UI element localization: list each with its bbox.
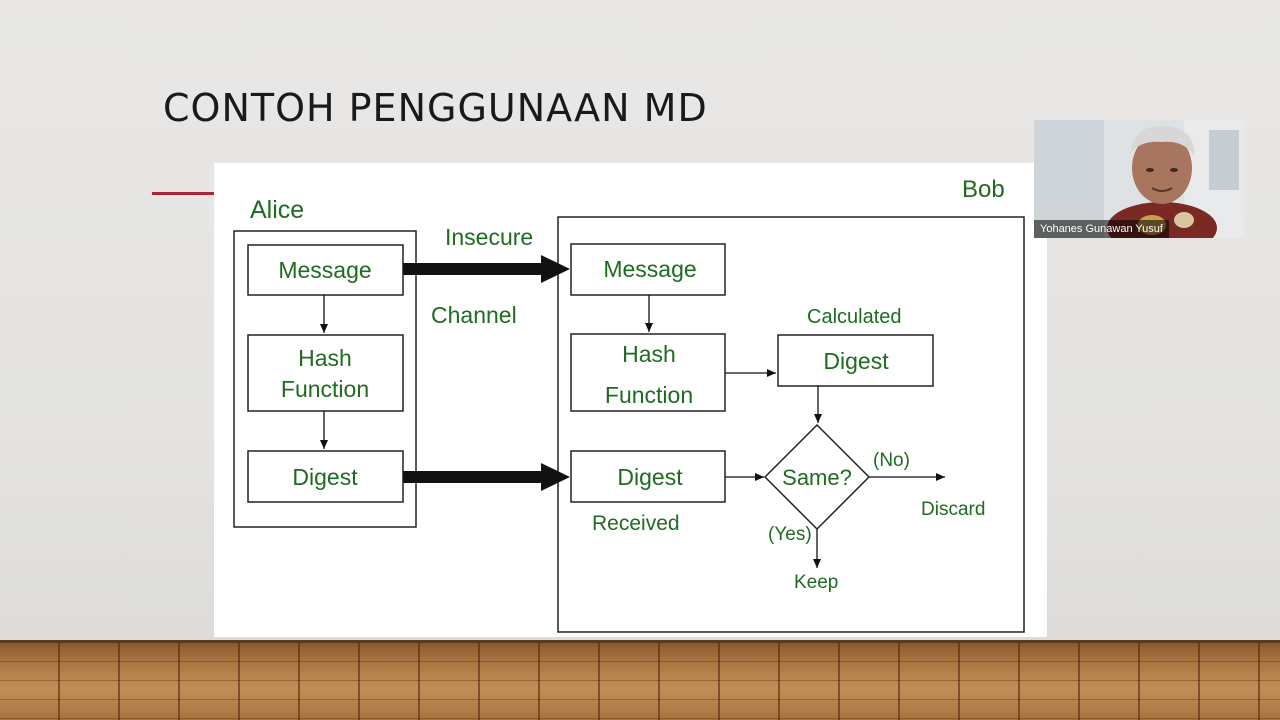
alice-message-box: Message [247, 244, 404, 296]
alice-message-text: Message [278, 257, 371, 283]
same-decision-text: Same? [782, 465, 852, 490]
participant-name-label: Yohanes Gunawan Yusuf [1034, 220, 1169, 238]
alice-digest-box: Digest [247, 450, 404, 503]
bob-message-box: Message [570, 243, 726, 296]
bob-hash-text-2: Function [605, 382, 693, 408]
digest-channel-arrow [403, 463, 570, 491]
alice-container [233, 230, 417, 528]
received-label: Received [592, 512, 680, 535]
alice-hash-box: Hash Function [247, 334, 404, 412]
bob-received-digest-box: Digest [570, 450, 726, 503]
discard-label: Discard [921, 499, 985, 520]
yes-label: (Yes) [768, 524, 812, 545]
alice-hash-text-1: Hash [298, 345, 352, 371]
alice-label: Alice [250, 196, 304, 224]
bob-label: Bob [962, 176, 1005, 203]
bob-received-digest-text: Digest [617, 464, 683, 490]
calculated-label: Calculated [807, 306, 902, 328]
bob-container [557, 216, 1025, 633]
keep-label: Keep [794, 572, 838, 593]
calculated-digest-text: Digest [823, 348, 889, 374]
no-label: (No) [873, 450, 910, 471]
presenter-video-frame [1034, 120, 1244, 238]
slide-title: CONTOH PENGGUNAAN MD [163, 86, 708, 130]
webcam-video-tile[interactable]: Yohanes Gunawan Yusuf [1034, 120, 1244, 238]
bob-hash-text-1: Hash [622, 341, 676, 367]
bob-hash-box: Hash Function [570, 333, 726, 412]
alice-hash-text-2: Function [281, 376, 369, 402]
title-accent-line [152, 192, 214, 195]
same-decision-diamond: Same? [763, 423, 871, 531]
calculated-digest-box: Digest [777, 334, 934, 387]
channel-label-insecure: Insecure [445, 224, 533, 250]
floor-edge [0, 640, 1280, 644]
wooden-floor-background [0, 643, 1280, 720]
channel-label-channel: Channel [431, 302, 517, 328]
md-flow-diagram: Alice Bob Message Hash Function Digest I… [214, 163, 1047, 637]
bob-message-text: Message [603, 256, 696, 282]
message-channel-arrow [403, 255, 570, 283]
alice-digest-text: Digest [292, 464, 358, 490]
